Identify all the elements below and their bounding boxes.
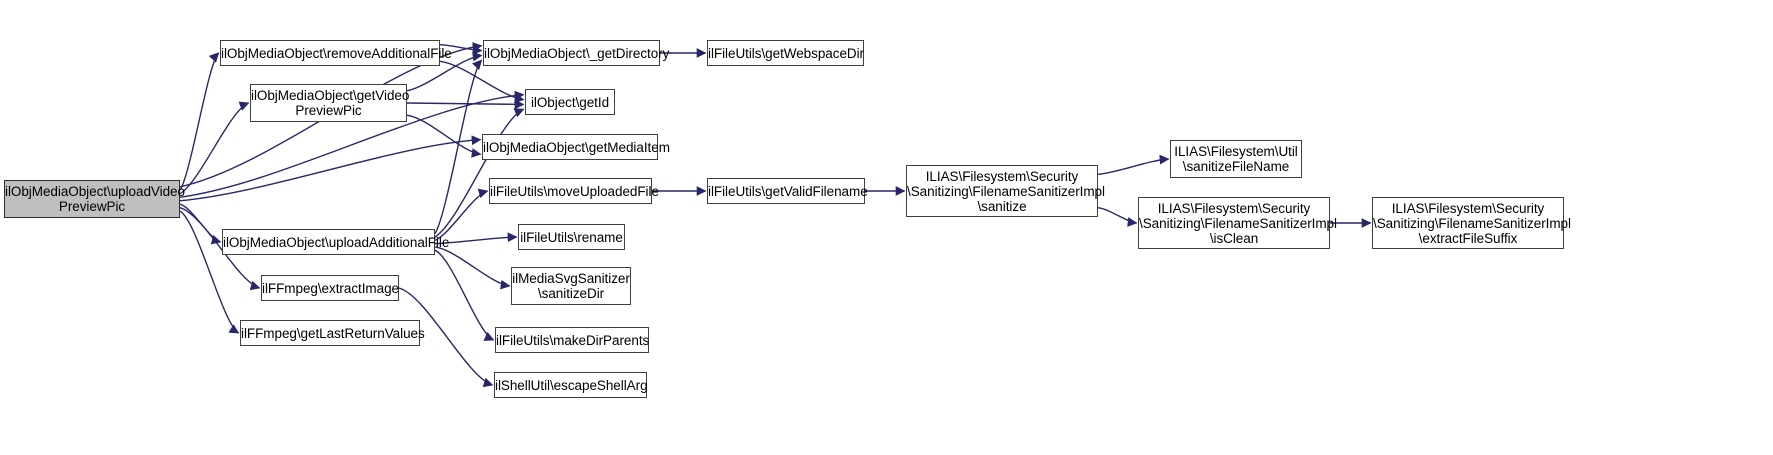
graph-node-makeDirParents[interactable]: ilFileUtils\makeDirParents: [495, 327, 649, 353]
graph-edge-uploadVideoPreviewPic-to-getVideoPreviewPic: [179, 101, 250, 195]
graph-edge-uploadVideoPreviewPic-to-removeAdditionalFile: [179, 52, 220, 191]
graph-node-_getDirectory[interactable]: ilObjMediaObject\_getDirectory: [483, 40, 670, 66]
graph-node-moveUploadedFile[interactable]: ilFileUtils\moveUploadedFile: [489, 178, 659, 204]
graph-edge-uploadAdditionalFile-to-_getDirectory: [434, 59, 483, 235]
graph-node-getVideoPreviewPic[interactable]: ilObjMediaObject\getVideo PreviewPic: [250, 84, 410, 122]
graph-node-rename[interactable]: ilFileUtils\rename: [518, 224, 625, 250]
graph-edge-uploadVideoPreviewPic-to-getMediaItem: [179, 135, 482, 202]
graph-node-sanitizeDir[interactable]: ilMediaSvgSanitizer \sanitizeDir: [511, 267, 631, 305]
graph-node-getMediaItem[interactable]: ilObjMediaObject\getMediaItem: [482, 134, 670, 160]
graph-node-sanitize[interactable]: ILIAS\Filesystem\Security \Sanitizing\Fi…: [906, 165, 1105, 217]
graph-node-extractFileSuffix[interactable]: ILIAS\Filesystem\Security \Sanitizing\Fi…: [1372, 197, 1571, 249]
graph-node-isClean[interactable]: ILIAS\Filesystem\Security \Sanitizing\Fi…: [1138, 197, 1337, 249]
graph-node-getWebspaceDir[interactable]: ilFileUtils\getWebspaceDir: [707, 40, 864, 66]
graph-node-label: ilFFmpeg\getLastReturnValues: [241, 325, 425, 341]
graph-edge-uploadAdditionalFile-to-moveUploadedFile: [434, 188, 489, 241]
graph-node-label: ilObjMediaObject\removeAdditionalFile: [221, 45, 452, 61]
graph-edge-uploadAdditionalFile-to-makeDirParents: [434, 249, 495, 341]
graph-node-label: ILIAS\Filesystem\Security \Sanitizing\Fi…: [1139, 200, 1337, 246]
graph-node-label: ilObjMediaObject\getMediaItem: [483, 139, 670, 155]
graph-node-label: ilObjMediaObject\_getDirectory: [484, 45, 670, 61]
graph-node-label: ilObjMediaObject\getVideo PreviewPic: [251, 88, 410, 118]
graph-node-label: ilShellUtil\escapeShellArg: [495, 377, 648, 393]
graph-node-label: ilFFmpeg\extractImage: [262, 280, 399, 296]
graph-edge-sanitize-to-isClean: [1097, 206, 1138, 227]
graph-node-getValidFilename[interactable]: ilFileUtils\getValidFilename: [707, 178, 868, 204]
graph-node-label: ilFileUtils\moveUploadedFile: [490, 183, 659, 199]
graph-node-getLastReturnValues[interactable]: ilFFmpeg\getLastReturnValues: [240, 320, 425, 346]
graph-node-getId[interactable]: ilObject\getId: [525, 89, 615, 115]
graph-node-label: ILIAS\Filesystem\Security \Sanitizing\Fi…: [907, 168, 1105, 214]
graph-node-uploadAdditionalFile[interactable]: ilObjMediaObject\uploadAdditionalFile: [222, 229, 450, 255]
graph-node-label: ilObjMediaObject\uploadVideo PreviewPic: [5, 184, 185, 214]
graph-node-label: ilFileUtils\rename: [520, 229, 623, 245]
graph-node-label: ilObject\getId: [530, 94, 610, 110]
graph-edge-sanitize-to-sanitizeFileName: [1097, 154, 1170, 176]
graph-node-label: ilObjMediaObject\uploadAdditionalFile: [223, 234, 450, 250]
graph-node-sanitizeFileName[interactable]: ILIAS\Filesystem\Util \sanitizeFileName: [1170, 140, 1302, 178]
graph-node-extractImage[interactable]: ilFFmpeg\extractImage: [261, 275, 399, 301]
graph-edge-uploadAdditionalFile-to-getId: [434, 108, 525, 238]
graph-node-removeAdditionalFile[interactable]: ilObjMediaObject\removeAdditionalFile: [220, 40, 452, 66]
graph-node-label: ilFileUtils\getValidFilename: [708, 183, 868, 199]
graph-node-label: ILIAS\Filesystem\Util \sanitizeFileName: [1174, 144, 1298, 174]
graph-node-uploadVideoPreviewPic[interactable]: ilObjMediaObject\uploadVideo PreviewPic: [4, 180, 185, 218]
graph-node-label: ilFileUtils\getWebspaceDir: [708, 45, 865, 61]
graph-edge-uploadAdditionalFile-to-sanitizeDir: [434, 246, 511, 290]
graph-node-label: ILIAS\Filesystem\Security \Sanitizing\Fi…: [1373, 200, 1571, 246]
graph-node-label: ilMediaSvgSanitizer \sanitizeDir: [512, 271, 630, 301]
graph-node-escapeShellArg[interactable]: ilShellUtil\escapeShellArg: [494, 372, 648, 398]
graph-node-label: ilFileUtils\makeDirParents: [496, 332, 650, 348]
graph-edge-removeAdditionalFile-to-getId: [439, 60, 525, 104]
graph-edge-uploadVideoPreviewPic-to-uploadAdditionalFile: [179, 203, 222, 245]
graph-edge-getVideoPreviewPic-to-getId: [406, 99, 525, 110]
graph-edge-getVideoPreviewPic-to-getMediaItem: [406, 114, 482, 158]
